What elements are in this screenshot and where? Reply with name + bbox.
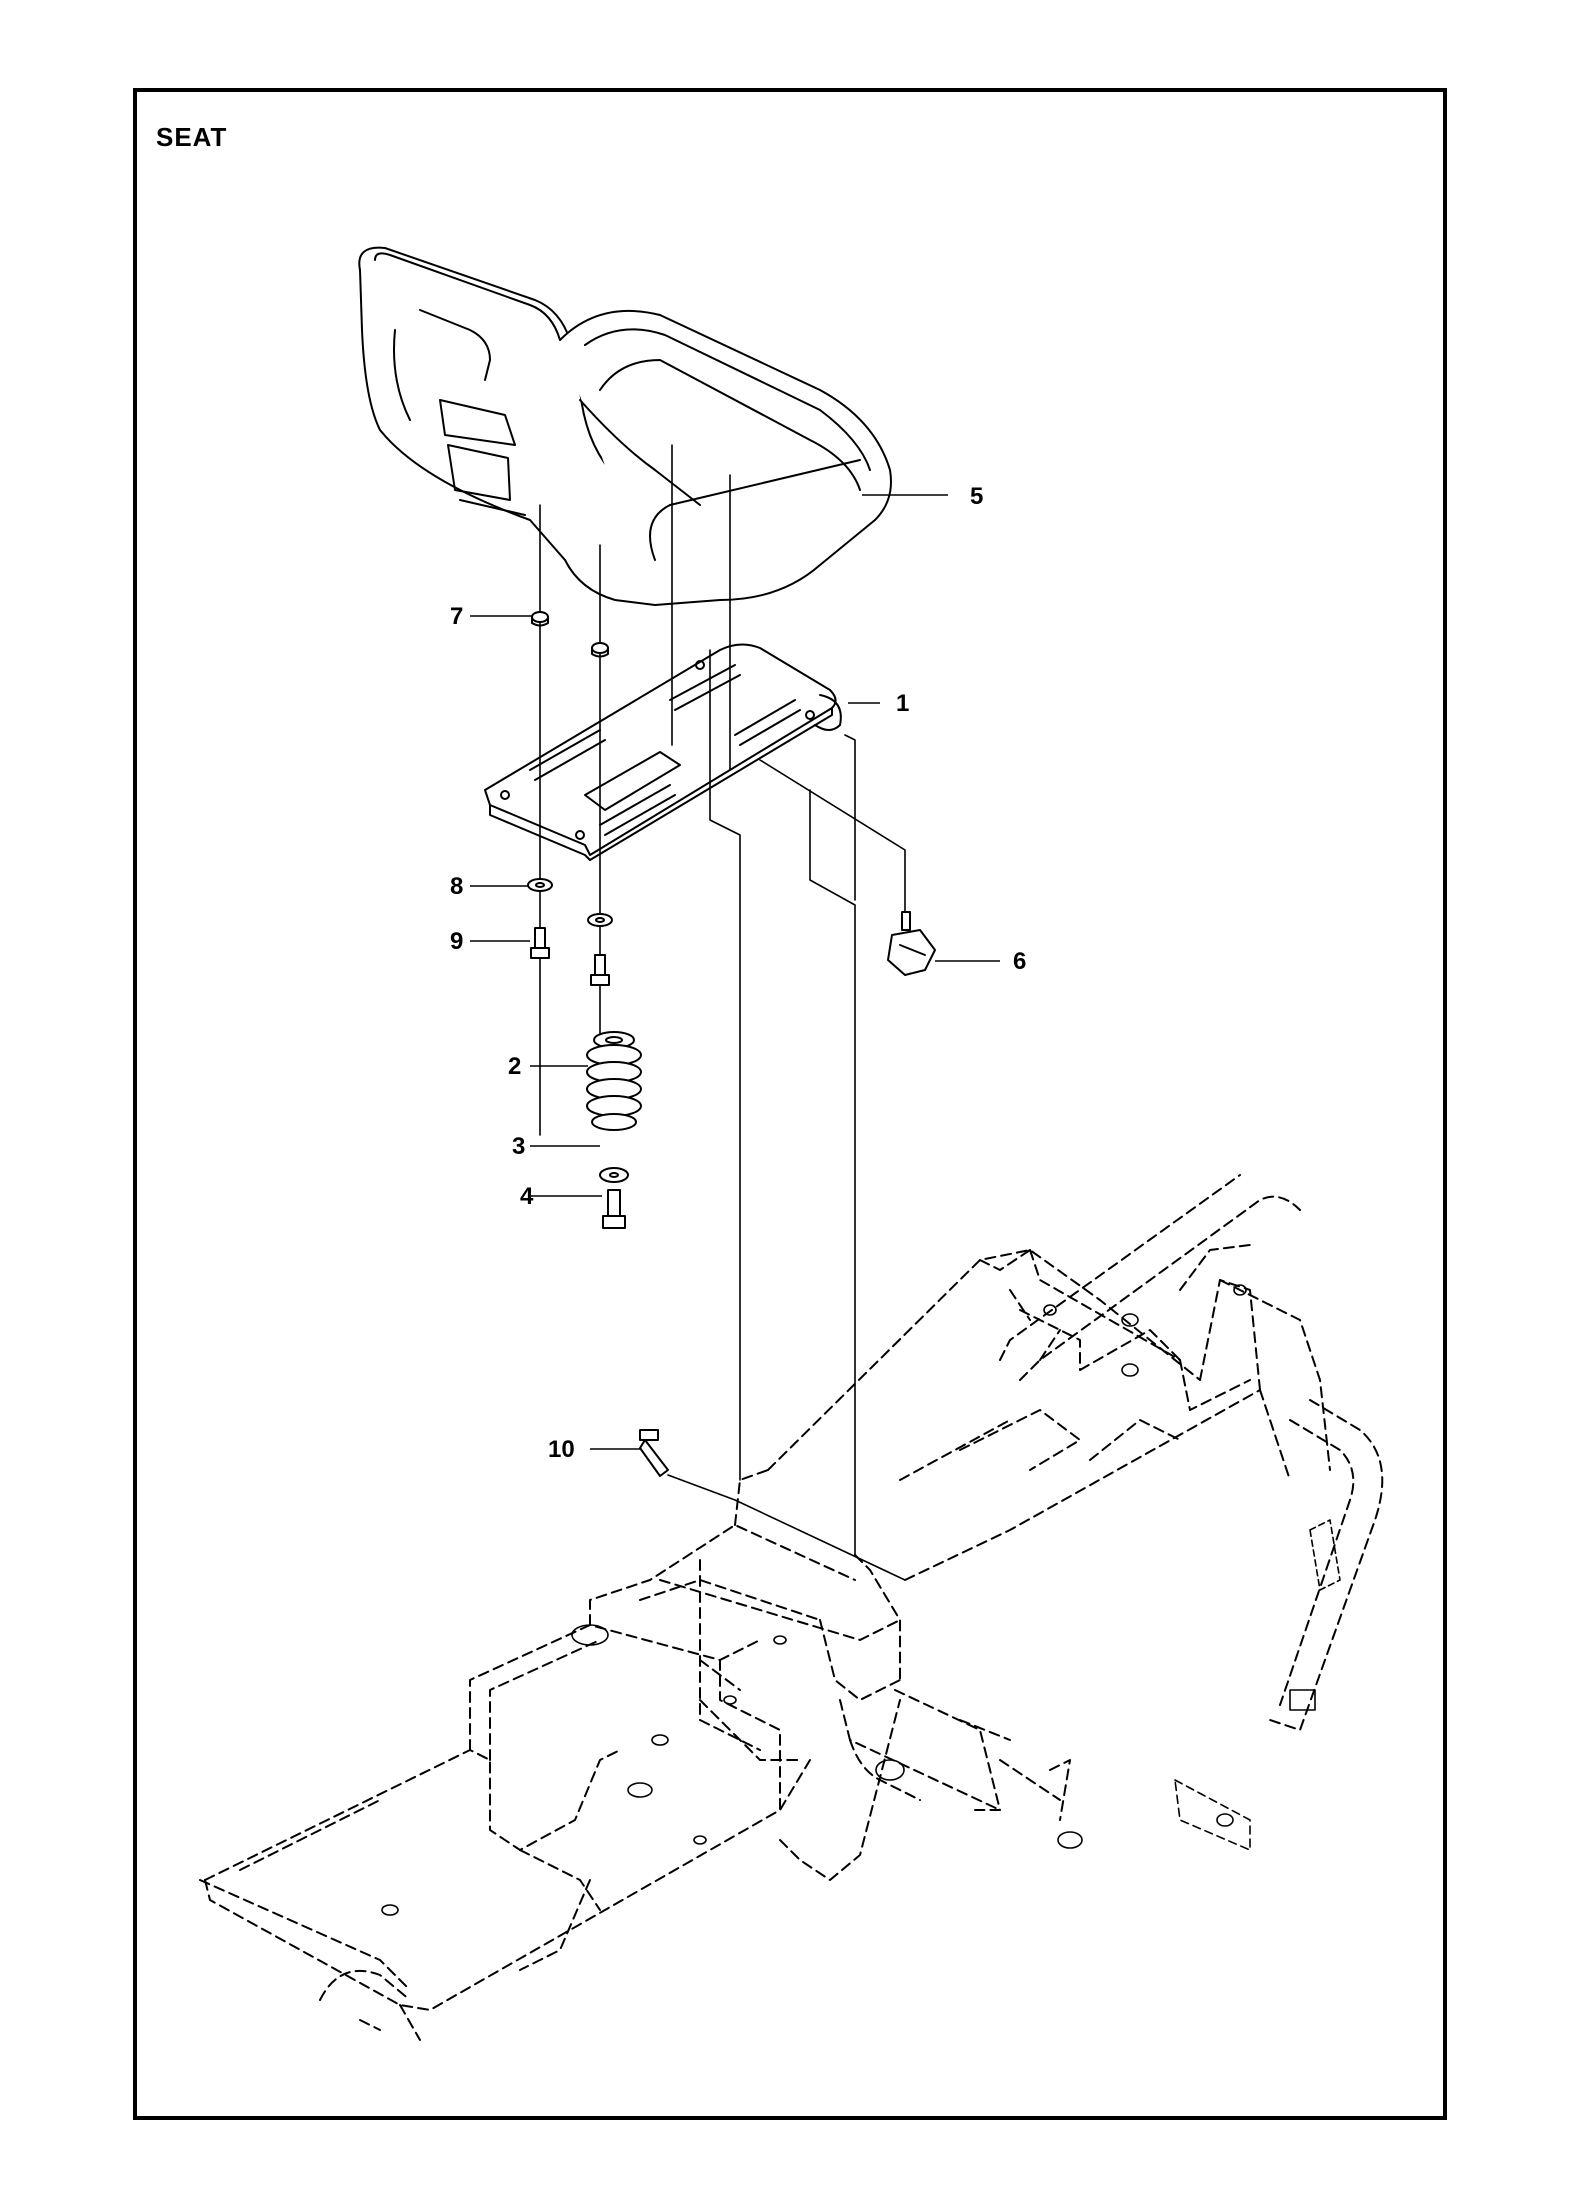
callout-4: 4 <box>520 1183 534 1210</box>
chassis-frame <box>199 1174 1384 2041</box>
chassis-details <box>381 1284 1341 1916</box>
washer-8b <box>587 913 613 927</box>
callout-leaders <box>470 494 1000 1450</box>
callout-1: 1 <box>896 690 910 717</box>
nut-7b <box>591 642 609 658</box>
callout-8: 8 <box>450 873 464 900</box>
diagram-frame <box>133 88 1447 2120</box>
bolt-4 <box>602 1189 626 1229</box>
bolt-9a <box>530 927 550 959</box>
callout-5: 5 <box>970 483 984 510</box>
seat-cushion <box>358 246 892 606</box>
callout-9: 9 <box>450 928 464 955</box>
seat-mounting-plate <box>484 643 842 861</box>
callout-2: 2 <box>508 1053 522 1080</box>
washer-3 <box>599 1167 629 1183</box>
bolt-10 <box>639 1429 669 1477</box>
callout-10: 10 <box>548 1436 575 1463</box>
knob-6 <box>887 911 936 976</box>
callout-3: 3 <box>512 1133 526 1160</box>
page-title: SEAT <box>156 122 228 152</box>
nut-7a <box>531 611 549 627</box>
spring-2 <box>586 1031 642 1131</box>
assembly-lines <box>539 444 906 1581</box>
callout-7: 7 <box>450 603 464 630</box>
bolt-9b <box>590 954 610 986</box>
washer-8a <box>527 878 553 892</box>
callout-6: 6 <box>1013 948 1027 975</box>
